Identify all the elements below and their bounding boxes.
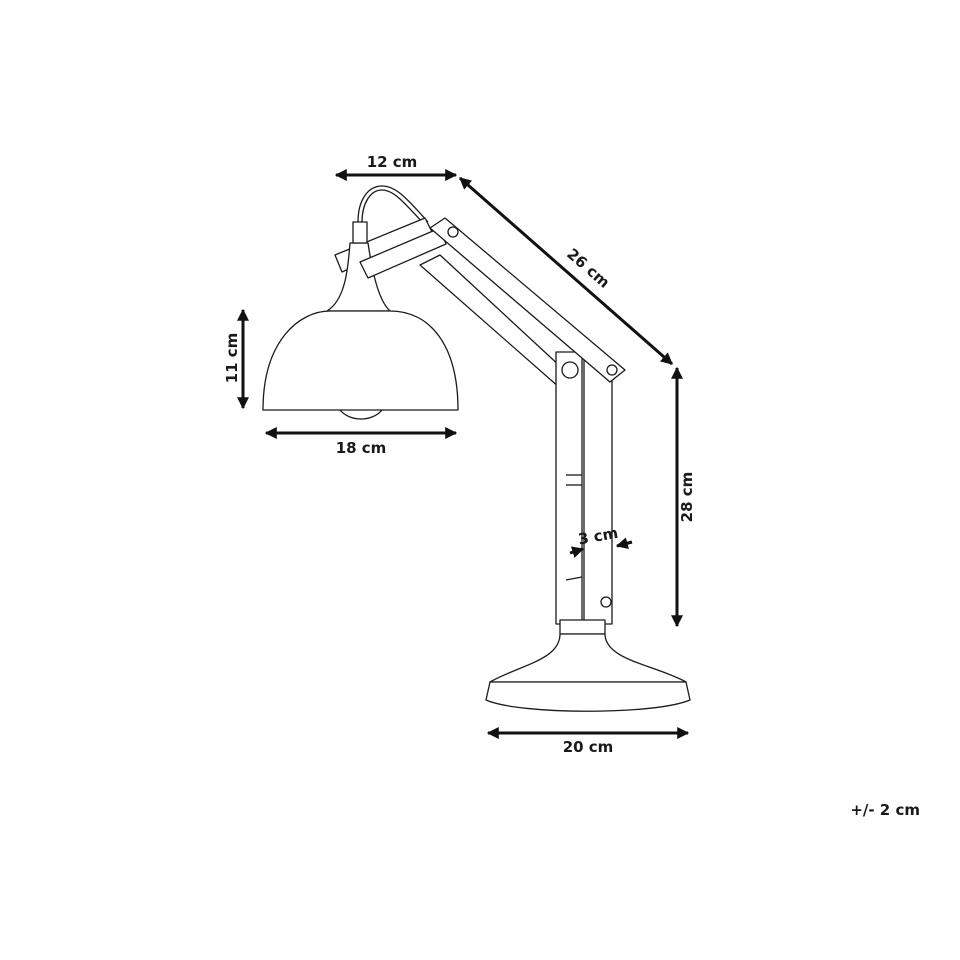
tolerance-note: +/- 2 cm	[850, 801, 920, 819]
dimension-lines	[237, 169, 690, 739]
label-18cm: 18 cm	[336, 439, 387, 457]
lamp-shade	[262, 310, 459, 411]
label-3cm: 3 cm	[577, 524, 620, 549]
socket	[352, 221, 368, 244]
label-26cm: 26 cm	[563, 245, 613, 292]
label-11cm: 11 cm	[223, 333, 241, 384]
lamp-drawing	[262, 185, 691, 712]
bulb	[339, 409, 383, 420]
label-12cm: 12 cm	[367, 153, 418, 171]
label-20cm: 20 cm	[563, 738, 614, 756]
cable	[357, 185, 429, 223]
post	[555, 351, 613, 625]
lamp-base	[485, 619, 691, 712]
shade-neck	[326, 242, 391, 312]
label-28cm: 28 cm	[678, 472, 696, 523]
